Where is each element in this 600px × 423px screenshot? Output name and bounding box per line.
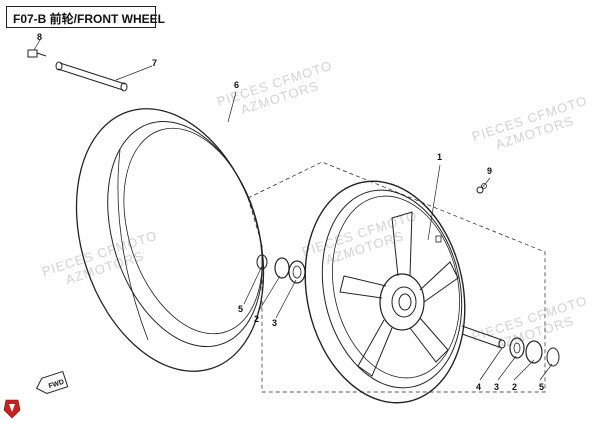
callout-2-left: 2 xyxy=(254,314,259,324)
title-box: F07-B 前轮/FRONT WHEEL xyxy=(6,6,165,28)
logo-badge xyxy=(3,399,21,419)
axle xyxy=(55,61,128,92)
wheel-rim xyxy=(304,180,466,404)
page-title: F07-B 前轮/FRONT WHEEL xyxy=(13,12,165,26)
callout-9: 9 xyxy=(487,166,492,176)
tire xyxy=(75,108,265,372)
fwd-arrow: FWD xyxy=(36,370,69,395)
callout-4: 4 xyxy=(476,382,481,392)
callout-1: 1 xyxy=(437,152,442,162)
right-bearing-set xyxy=(461,325,560,367)
callout-7: 7 xyxy=(152,58,157,68)
callout-3-right: 3 xyxy=(494,382,499,392)
callout-8: 8 xyxy=(37,32,42,42)
leader-lines xyxy=(33,39,553,381)
callout-5-right: 5 xyxy=(539,382,544,392)
fwd-label: FWD xyxy=(48,379,65,391)
callout-3-left: 3 xyxy=(272,318,277,328)
callout-5-left: 5 xyxy=(238,304,243,314)
callout-6: 6 xyxy=(234,80,239,90)
callout-2-right: 2 xyxy=(512,382,517,392)
bolt xyxy=(27,49,47,58)
left-bearing-set xyxy=(256,254,306,284)
valve-part xyxy=(476,183,487,194)
assembly-outline xyxy=(247,161,546,393)
